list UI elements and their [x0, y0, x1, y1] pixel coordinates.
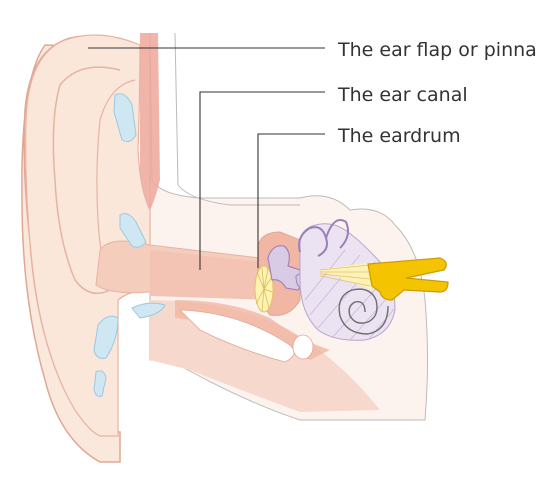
posterior-skin	[140, 33, 160, 210]
mastoid-cell	[292, 334, 314, 360]
skin-line	[174, 32, 300, 206]
semicircular-canals	[298, 219, 349, 257]
pinna-label: The ear flap or pinna	[338, 39, 537, 61]
eardrum-label: The eardrum	[338, 125, 461, 147]
leader-line-canal	[199, 91, 325, 270]
ear-canal-label: The ear canal	[338, 84, 468, 106]
ear-canal	[150, 250, 279, 300]
cochlea-spiral	[338, 288, 389, 335]
cartilage-patch-4	[93, 315, 119, 359]
cartilage-patch-3	[131, 302, 166, 319]
pinna-body	[25, 34, 151, 437]
helix-fold	[52, 66, 121, 295]
cartilage-patch-5	[93, 370, 107, 397]
eardrum-rays	[255, 267, 273, 312]
cartilage-patch-1	[113, 93, 137, 143]
leader-lines	[88, 47, 325, 270]
nerve-fan-lines	[319, 264, 371, 287]
leader-line-eardrum	[257, 133, 325, 268]
auditory-nerve	[367, 257, 449, 301]
temporal-bone	[179, 309, 295, 363]
cartilage-patch-2	[119, 213, 147, 248]
